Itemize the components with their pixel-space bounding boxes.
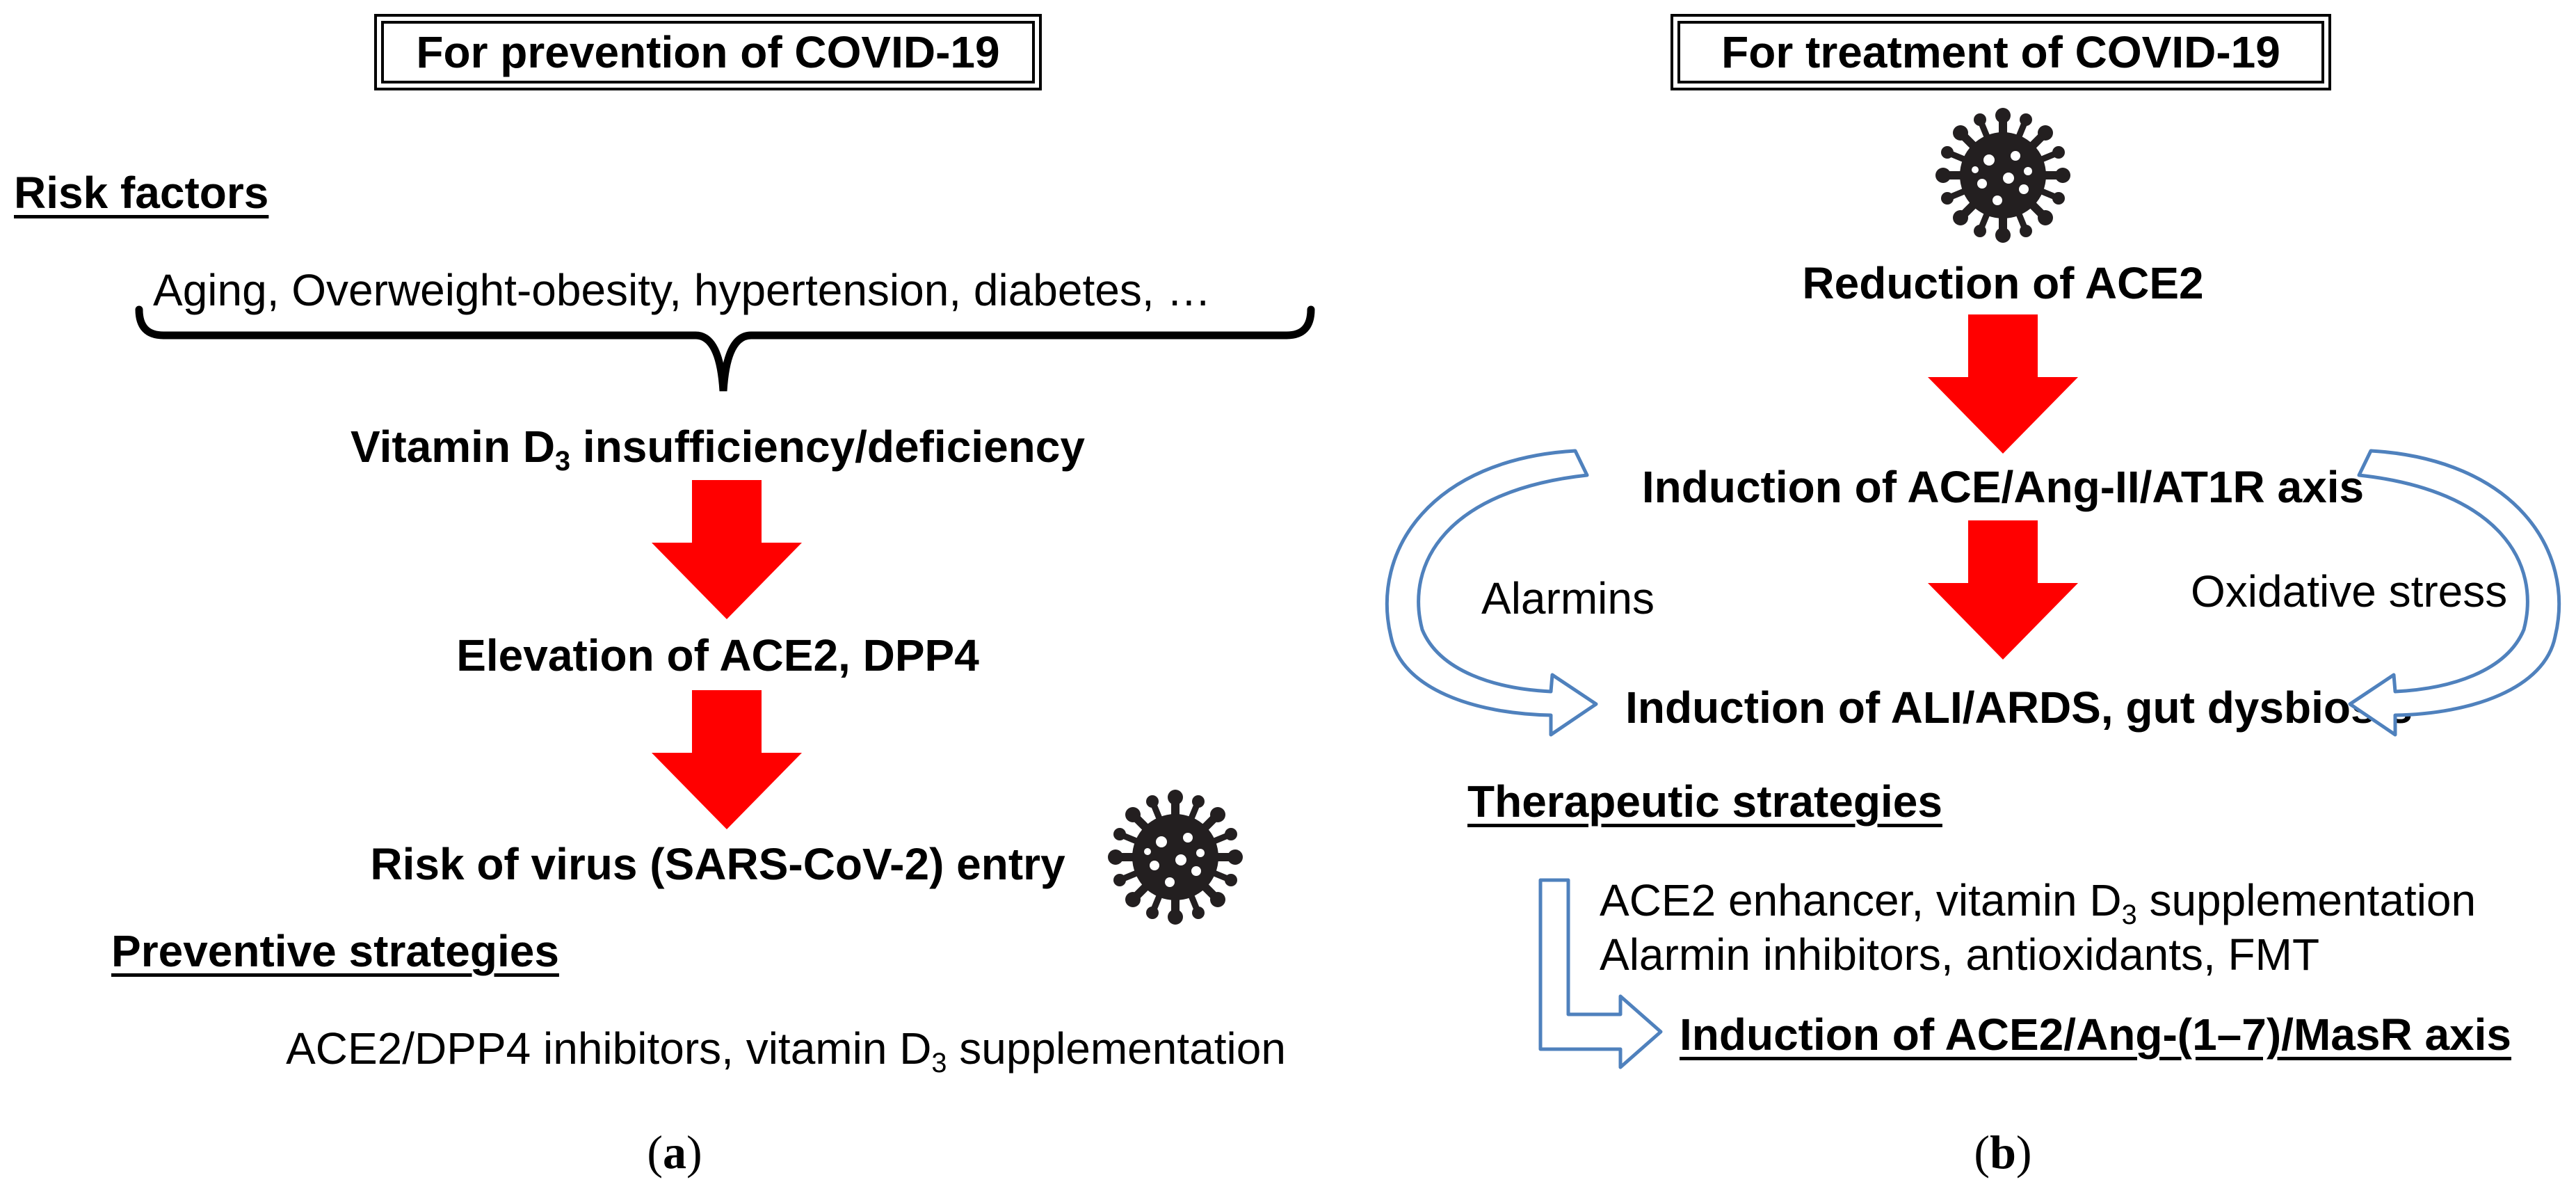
elevation-ace2-dpp4: Elevation of ACE2, DPP4 [456,630,979,680]
preventive-strategies-heading: Preventive strategies [111,926,559,976]
risk-factors-brace [135,305,1315,392]
preventive-strategies-text: ACE2/DPP4 inhibitors, vitamin D3 supplem… [286,1023,1286,1078]
caption-a: (a) [647,1126,702,1179]
virus-icon-a [1108,790,1243,925]
caption-b: (b) [1974,1126,2032,1179]
red-arrow-a2 [652,690,802,829]
bracket-arrow [1538,878,1663,1069]
red-arrow-a1 [652,480,802,619]
risk-factors-heading: Risk factors [14,168,269,218]
treatment-header: For treatment of COVID-19 [1677,21,2324,83]
induction-ace-ang-at1r-axis: Induction of ACE/Ang-II/AT1R axis [1641,462,2365,512]
curved-arrow-right [2348,449,2561,737]
treatment-header-frame: For treatment of COVID-19 [1671,14,2331,90]
risk-virus-entry: Risk of virus (SARS-CoV-2) entry [370,839,1065,889]
induction-ace2-ang-masr-axis: Induction of ACE2/Ang-(1–7)/MasR axis [1680,1010,2511,1060]
therapeutic-line-1: ACE2 enhancer, vitamin D3 supplementatio… [1600,875,2477,930]
curved-arrow-left [1385,449,1598,737]
risk-factors-list: Aging, Overweight-obesity, hypertension,… [153,265,1211,315]
prevention-header-frame: For prevention of COVID-19 [374,14,1042,90]
oxidative-stress-label: Oxidative stress [2191,566,2508,616]
therapeutic-line-2: Alarmin inhibitors, antioxidants, FMT [1600,929,2320,980]
alarmins-label: Alarmins [1481,573,1655,623]
prevention-header: For prevention of COVID-19 [381,21,1035,83]
red-arrow-b2 [1928,520,2078,660]
reduction-ace2: Reduction of ACE2 [1802,258,2204,308]
induction-ali-ards: Induction of ALI/ARDS, gut dysbiosis [1625,683,2413,733]
vitamin-d3-insufficiency: Vitamin D3 insufficiency/deficiency [351,422,1085,477]
red-arrow-b1 [1928,314,2078,454]
therapeutic-strategies-heading: Therapeutic strategies [1467,776,1942,827]
virus-icon-b [1935,108,2070,243]
